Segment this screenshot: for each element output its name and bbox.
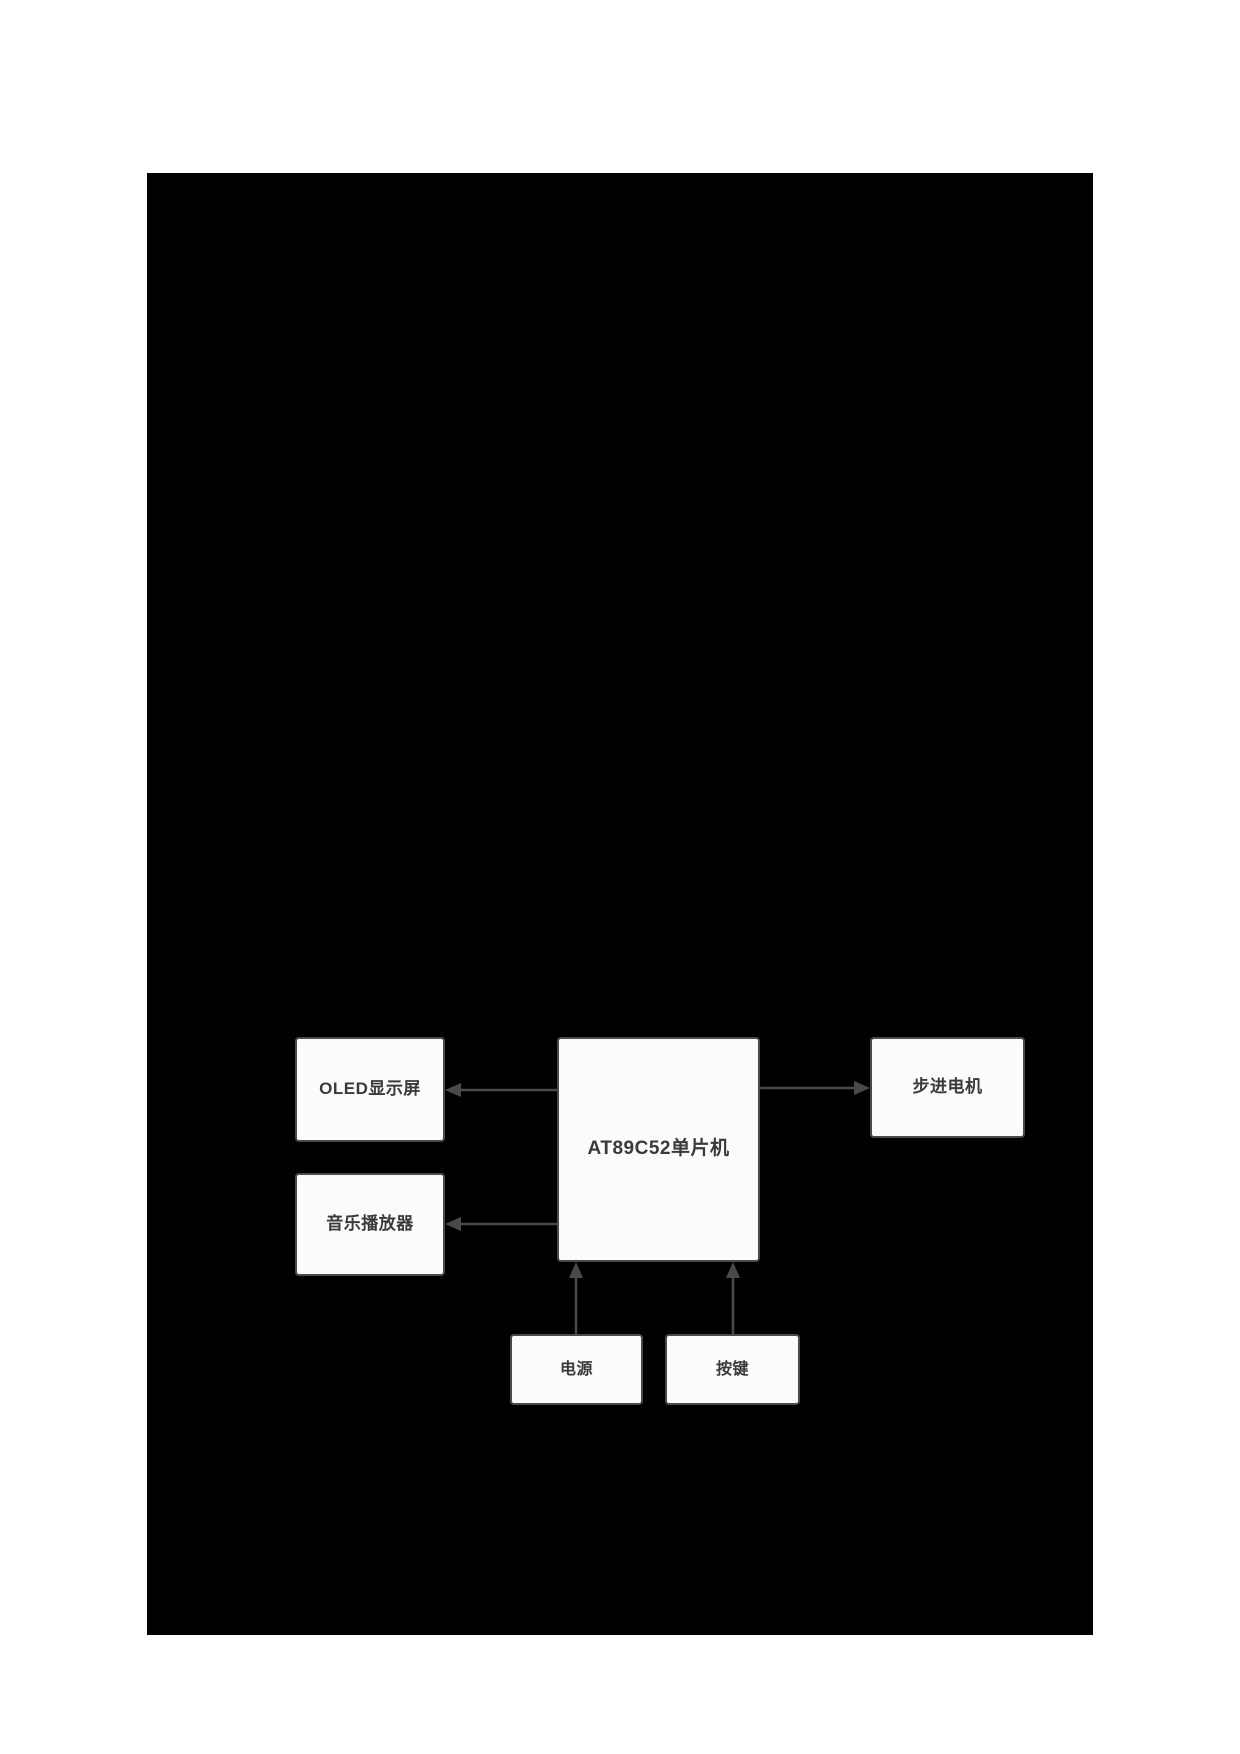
node-stepper-motor-label: 步进电机 [912, 1077, 983, 1097]
node-stepper-motor[interactable]: 步进电机 [870, 1037, 1025, 1138]
connector-layer [445, 1081, 870, 1334]
node-music-player[interactable]: 音乐播放器 [295, 1173, 445, 1276]
node-mcu[interactable]: AT89C52单片机 [557, 1037, 760, 1262]
edge-key-to-mcu [726, 1262, 740, 1334]
node-key-button-label: 按键 [715, 1360, 749, 1378]
node-power-supply-label: 电源 [559, 1360, 593, 1378]
node-key-button[interactable]: 按键 [665, 1334, 800, 1405]
edge-power-to-mcu [569, 1262, 583, 1334]
node-power-supply[interactable]: 电源 [510, 1334, 643, 1405]
node-oled-display-label: OLED显示屏 [319, 1079, 421, 1099]
edge-mcu-to-oled [445, 1083, 557, 1097]
figure-canvas: OLED显示屏 音乐播放器 AT89C52单片机 步进电机 电源 按键 [147, 173, 1093, 1635]
node-music-player-label: 音乐播放器 [326, 1214, 414, 1234]
node-oled-display[interactable]: OLED显示屏 [295, 1037, 445, 1142]
edge-mcu-to-motor [760, 1081, 870, 1095]
edge-mcu-to-music [445, 1217, 557, 1231]
node-mcu-label: AT89C52单片机 [587, 1138, 730, 1160]
